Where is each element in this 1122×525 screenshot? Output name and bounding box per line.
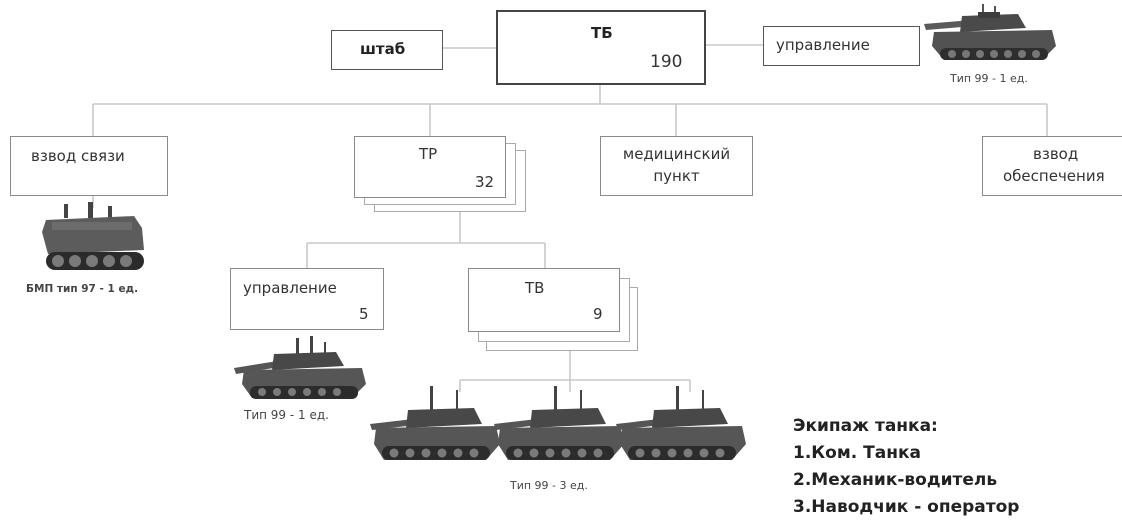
supply-box: взвод обеспечения <box>982 136 1122 196</box>
company-command-label: управление <box>243 279 337 297</box>
signal-platoon-label: взвод связи <box>31 147 125 165</box>
medical-line1: медицинский <box>622 145 731 163</box>
tank-company-value: 32 <box>475 173 495 191</box>
crew-member: 3.Наводчик - оператор <box>793 497 1020 517</box>
medical-box: медицинский пункт <box>600 136 753 196</box>
company-command-vehicle-caption: Тип 99 - 1 ед. <box>244 408 329 422</box>
tank-icon <box>234 336 366 399</box>
tank-icon-platoon-3 <box>612 380 750 470</box>
medical-line2: пункт <box>653 167 700 185</box>
ifv-icon-signal <box>38 198 150 278</box>
command-label: управление <box>776 36 870 54</box>
tank-icon-company-command <box>230 330 370 405</box>
tank-company-label: ТР <box>419 145 438 163</box>
tank-icon-platoon-1 <box>366 380 504 470</box>
platoon-vehicle-caption: Тип 99 - 3 ед. <box>510 479 588 492</box>
supply-line2: обеспечения <box>1003 167 1105 185</box>
tank-platoon-box: ТВ 9 <box>468 268 620 332</box>
command-vehicle-caption: Тип 99 - 1 ед. <box>950 72 1028 85</box>
tank-icon-command <box>922 2 1058 68</box>
staff-box: штаб <box>331 30 443 70</box>
signal-vehicle-caption: БМП тип 97 - 1 ед. <box>26 283 139 295</box>
crew-title: Экипаж танка: <box>793 416 938 436</box>
signal-platoon-box: взвод связи <box>10 136 168 196</box>
crew-member: 1.Ком. Танка <box>793 443 921 463</box>
tank-icon <box>616 386 746 460</box>
company-command-box: управление 5 <box>230 268 384 330</box>
tank-platoon-label: ТВ <box>525 279 545 297</box>
command-box: управление <box>763 26 920 66</box>
tank-icon <box>370 386 500 460</box>
crew-member: 2.Механик-водитель <box>793 470 998 490</box>
ifv-icon <box>42 202 144 270</box>
staff-label: штаб <box>360 40 406 58</box>
tank-icon <box>494 386 624 460</box>
hq-box: ТБ 190 <box>496 10 706 85</box>
company-command-value: 5 <box>359 305 369 323</box>
tank-icon-platoon-2 <box>490 380 628 470</box>
tank-company-box: ТР 32 <box>354 136 506 198</box>
crew-list: Экипаж танка: 1.Ком. Танка 2.Механик-вод… <box>793 413 1019 521</box>
hq-label: ТБ <box>591 24 613 42</box>
hq-value: 190 <box>650 52 683 72</box>
tank-icon <box>924 4 1056 60</box>
tank-platoon-value: 9 <box>593 305 603 323</box>
supply-line1: взвод <box>1033 145 1079 163</box>
